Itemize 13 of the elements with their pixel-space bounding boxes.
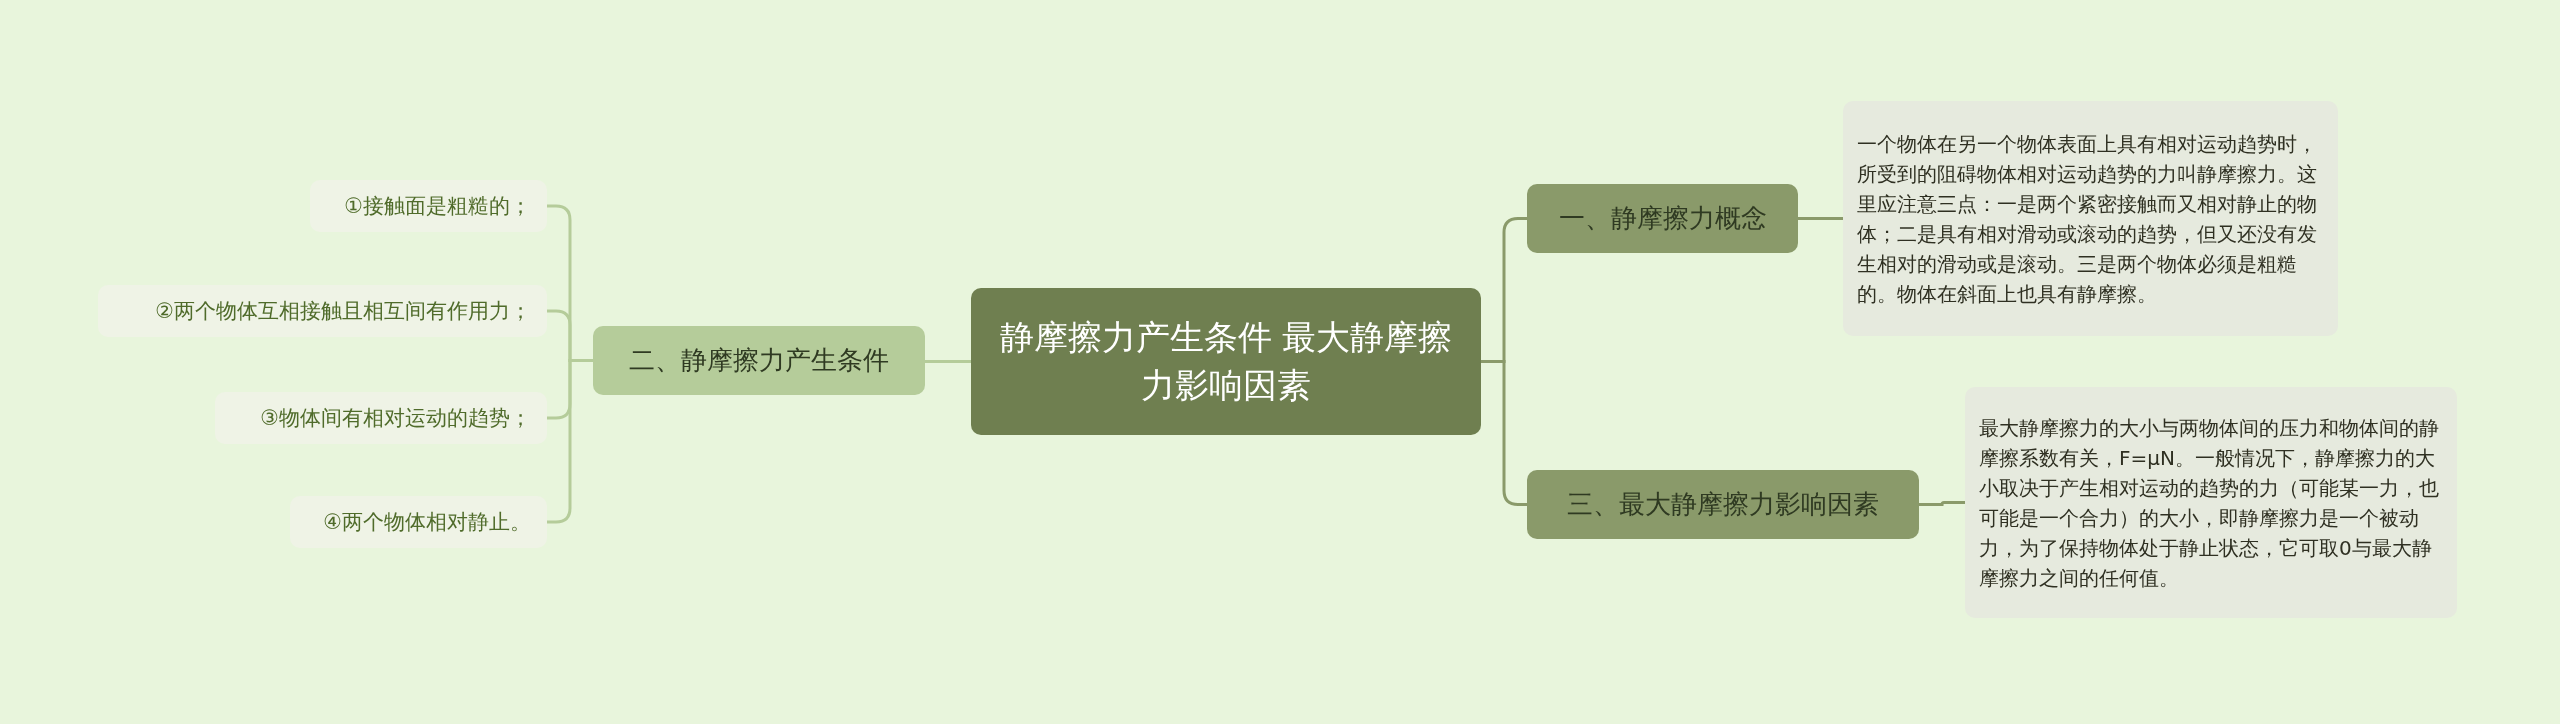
- note-box: 最大静摩擦力的大小与两物体间的压力和物体间的静摩擦系数有关，F=μN。一般情况下，静摩擦力的大小取决于产生相对运动的趋势的力（可能某一力，也可能是一个合力）的大小，即静摩擦力是一个被动力，为了保持物体处于静止状态，它可取0与最大静摩擦力之间的任何值。: [1965, 387, 2457, 618]
- connector-line: [1798, 217, 1843, 220]
- branch-topic-box: 二、静摩擦力产生条件: [593, 326, 925, 395]
- connector-line: [1919, 501, 1965, 506]
- subtopic-box: ②两个物体互相接触且相互间有作用力；: [98, 285, 547, 337]
- branch-topic-box: 一、静摩擦力概念: [1527, 184, 1798, 253]
- note-box: 一个物体在另一个物体表面上具有相对运动趋势时，所受到的阻碍物体相对运动趋势的力叫静摩擦力。这里应注意三点：一是两个紧密接触而又相对静止的物体；二是具有相对滑动或滚动的趋势，但又还没有发生相对的滑动或是滚动。三是两个物体必须是粗糙的。物体在斜面上也具有静摩擦。: [1843, 101, 2338, 336]
- subtopic-box: ④两个物体相对静止。: [290, 496, 547, 548]
- subtopic-box: ①接触面是粗糙的；: [310, 180, 547, 232]
- central-topic-box: 静摩擦力产生条件 最大静摩擦力影响因素: [971, 288, 1481, 435]
- subtopic-box: ③物体间有相对运动的趋势；: [215, 392, 547, 444]
- connector-line: [925, 360, 971, 363]
- branch-topic-box: 三、最大静摩擦力影响因素: [1527, 470, 1919, 539]
